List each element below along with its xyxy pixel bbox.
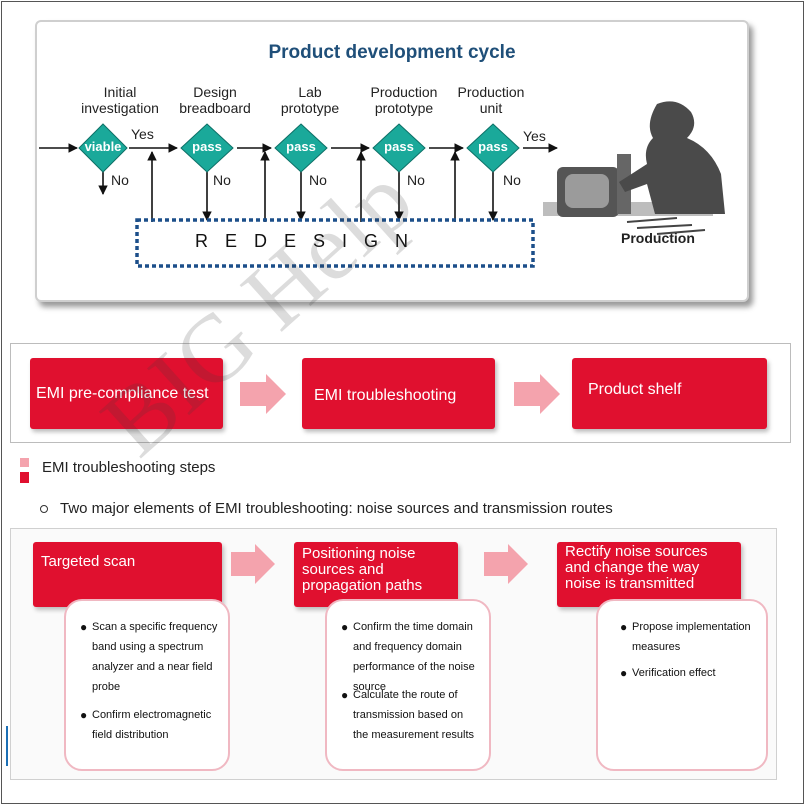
no-label-5: No [503, 172, 521, 188]
cycle-diagram [39, 101, 725, 268]
step-box-targeted-scan: Targeted scan [33, 542, 222, 607]
flow-box-precompliance-label: EMI pre-compliance test [36, 385, 209, 402]
flow-box-troubleshooting-label: EMI troubleshooting [314, 387, 457, 404]
heading-square-red [20, 472, 29, 483]
bullet-dot-icon: ● [620, 666, 628, 680]
production-illustration [543, 101, 725, 235]
diamond-viable [78, 123, 128, 173]
flow-box-precompliance: EMI pre-compliance test [30, 358, 223, 429]
production-label: Production [621, 230, 695, 246]
section-heading: EMI troubleshooting steps [42, 459, 216, 476]
no-label-2: No [213, 172, 231, 188]
flow-box-troubleshooting: EMI troubleshooting [302, 358, 495, 429]
diamond-label-pass-2: pass [286, 139, 316, 154]
yes-label-2: Yes [523, 128, 546, 144]
heading-square-light [20, 458, 29, 467]
bullet-dot-icon: ● [620, 620, 628, 634]
flow-box-product-shelf: Product shelf [572, 358, 767, 429]
diamond-label-viable: viable [84, 139, 122, 154]
redesign-box [135, 218, 535, 268]
diamond-label-pass-1: pass [192, 139, 222, 154]
flow-box-product-shelf-label: Product shelf [588, 381, 682, 398]
no-label-4: No [407, 172, 425, 188]
bullet-dot-icon: ● [341, 688, 349, 702]
bullet-dot-icon: ● [80, 708, 88, 722]
diamond-label-pass-3: pass [384, 139, 414, 154]
no-label-1: No [111, 172, 129, 188]
feedback-arrows [147, 151, 460, 222]
section-subheading: Two major elements of EMI troubleshootin… [60, 500, 613, 517]
diamond-label-pass-4: pass [478, 139, 508, 154]
diamond-pass-2 [274, 123, 328, 173]
redesign-label: REDESIGN [195, 231, 426, 251]
flow-arrow-1 [240, 374, 286, 414]
no-label-3: No [309, 172, 327, 188]
detail-item-3-2: ●Verification effect [620, 663, 716, 683]
bullet-dot-icon: ● [341, 620, 349, 634]
diamonds [78, 123, 520, 173]
diamond-pass-3 [372, 123, 426, 173]
no-arrows [98, 172, 498, 221]
diamond-pass-4 [466, 123, 520, 173]
flow-arrow-2 [514, 374, 560, 414]
bullet-dot-icon: ● [80, 620, 88, 634]
step-arrow-2 [484, 544, 528, 584]
circle-bullet-icon [40, 505, 48, 513]
step-arrow-1 [231, 544, 275, 584]
step-title-1: Targeted scan [41, 553, 136, 570]
left-edge-marker [6, 726, 8, 766]
yes-label-1: Yes [131, 126, 154, 142]
cycle-title: Product development cycle [268, 42, 516, 63]
diamond-pass-1 [180, 123, 234, 173]
